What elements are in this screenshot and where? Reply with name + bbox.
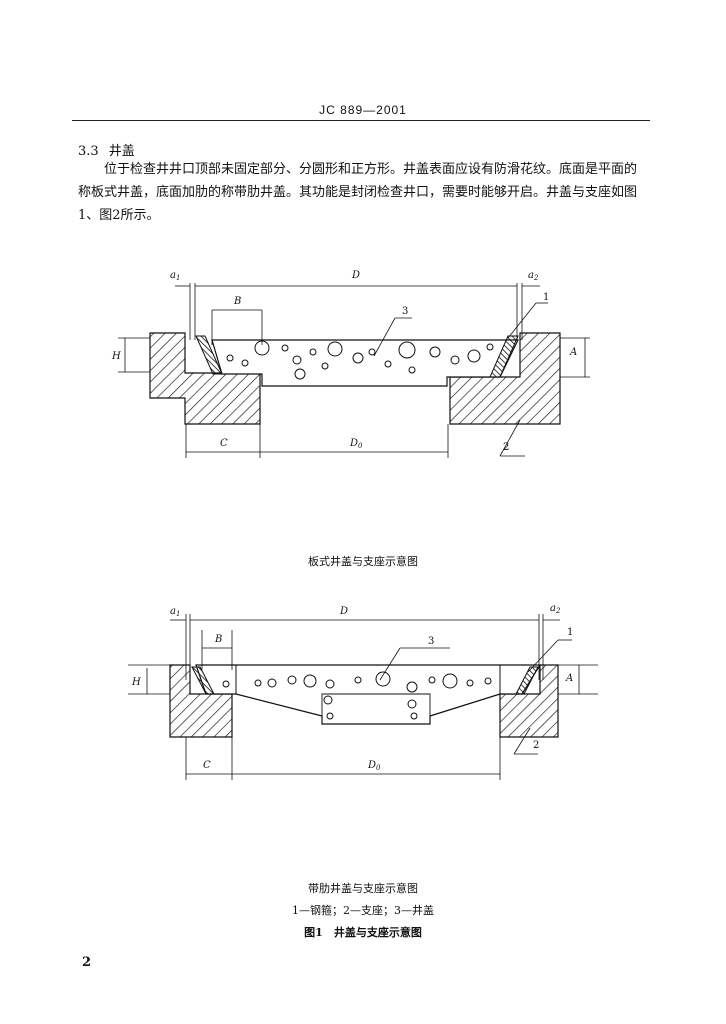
fig1-label-3: 3 bbox=[402, 306, 408, 317]
section-heading: 3.3 井盖 bbox=[78, 140, 145, 159]
fig2-label-C: C bbox=[203, 760, 211, 771]
fig2-gasket-left bbox=[191, 666, 215, 695]
fig2-cover bbox=[195, 664, 542, 725]
header-rule bbox=[72, 120, 650, 121]
section-paragraph: 位于检查井井口顶部未固定部分、分圆形和正方形。井盖表面应设有防滑花纹。底面是平面… bbox=[78, 162, 638, 223]
fig1-label-H: H bbox=[111, 351, 121, 362]
fig2-label-2: 2 bbox=[533, 740, 539, 751]
page-number: 2 bbox=[82, 955, 92, 970]
fig1-label-1: 1 bbox=[543, 292, 549, 303]
fig1-gasket-left bbox=[195, 335, 223, 375]
figure2-caption: 带肋井盖与支座示意图 bbox=[308, 882, 418, 895]
fig2-label-a2: a2 bbox=[550, 603, 561, 615]
section-number: 3.3 bbox=[78, 144, 99, 159]
fig1-cover bbox=[211, 339, 519, 387]
fig1-label-B: B bbox=[233, 296, 241, 307]
section-title: 井盖 bbox=[108, 144, 135, 159]
fig2-label-D: D bbox=[339, 606, 348, 617]
fig1-label-A: A bbox=[569, 347, 577, 358]
fig1-label-a1: a1 bbox=[170, 270, 180, 282]
fig1-label-D0: D0 bbox=[349, 438, 363, 450]
figure1-caption: 板式井盖与支座示意图 bbox=[308, 555, 418, 568]
fig2-label-a1: a1 bbox=[170, 606, 180, 618]
figure1-diagram: a1 a2 D B H A C D0 1 3 2 bbox=[111, 270, 590, 458]
fig1-label-a2: a2 bbox=[528, 270, 539, 282]
fig1-gasket-right bbox=[489, 335, 519, 378]
figure-legend: 1—钢箍；2—支座；3—井盖 bbox=[292, 904, 434, 917]
fig1-label-C: C bbox=[220, 438, 228, 449]
figure2-diagram: a1 a2 D B H A C D0 1 3 2 bbox=[128, 603, 598, 780]
fig2-label-1: 1 bbox=[567, 627, 573, 638]
fig2-label-H: H bbox=[131, 677, 141, 688]
fig1-support-right bbox=[449, 332, 561, 425]
fig2-label-D0: D0 bbox=[367, 760, 381, 772]
fig2-label-3: 3 bbox=[428, 636, 434, 647]
fig1-label-D: D bbox=[351, 270, 360, 281]
figure-title: 图1 井盖与支座示意图 bbox=[304, 926, 422, 939]
fig2-label-A: A bbox=[565, 673, 573, 684]
document-code: JC 889—2001 bbox=[319, 103, 407, 117]
fig2-gasket-right bbox=[515, 666, 539, 695]
fig1-label-2: 2 bbox=[503, 442, 509, 453]
fig2-label-B: B bbox=[214, 634, 222, 645]
